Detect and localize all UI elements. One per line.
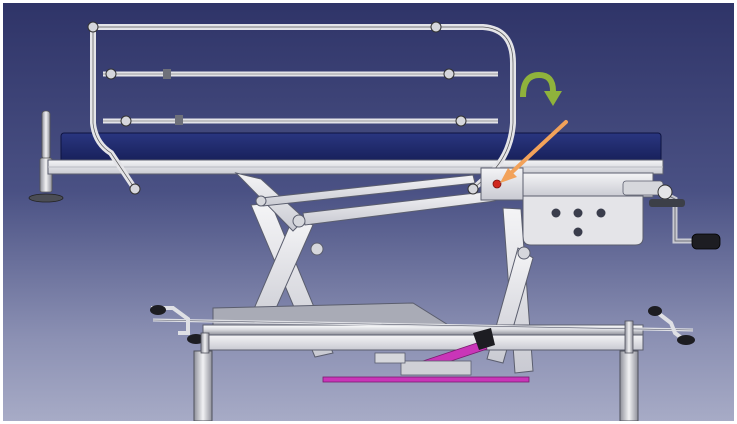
rail-hinge	[480, 167, 524, 201]
cad-viewport	[3, 3, 734, 421]
lower-frame	[150, 302, 695, 351]
green-rotation-arrow-icon	[520, 71, 562, 106]
hospital-bed-drawing	[28, 21, 721, 421]
actuator	[322, 328, 530, 383]
foot-mechanism	[522, 172, 721, 250]
head-post	[28, 110, 64, 203]
upper-frame	[47, 159, 664, 175]
hinge-dot	[492, 179, 502, 189]
legs	[193, 320, 639, 421]
mattress	[60, 132, 662, 164]
side-rail	[87, 21, 516, 195]
orange-arrow-icon	[500, 120, 568, 183]
